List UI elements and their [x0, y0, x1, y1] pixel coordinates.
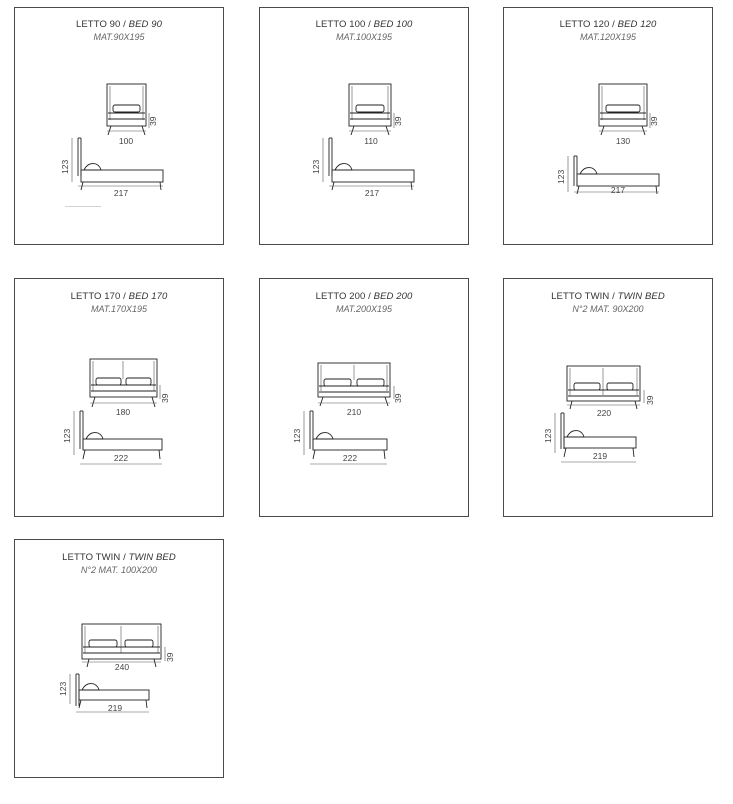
- bed-drawing: 100 39 123 217 ——————: [60, 83, 164, 210]
- side-height-label: 123: [62, 429, 72, 443]
- title-en: TWIN BED: [128, 552, 176, 563]
- height-label: 39: [160, 393, 170, 403]
- front-width-label: 130: [616, 136, 630, 146]
- side-height-label: 123: [543, 429, 553, 443]
- bed-card-twin-100: LETTO TWIN / TWIN BED N°2 MAT. 100X200 2…: [14, 539, 224, 778]
- title-en: BED 120: [617, 19, 657, 30]
- front-width-label: 180: [116, 407, 130, 417]
- side-view: [71, 137, 164, 191]
- card-title: LETTO 90 / BED 90: [75, 19, 162, 30]
- bed-card-90: LETTO 90 / BED 90 MAT.90X195 100 39: [14, 7, 224, 245]
- bed-card-170: LETTO 170 / BED 170 MAT.170X195 180 39: [14, 278, 224, 517]
- front-view: [598, 83, 651, 136]
- title-en: BED 170: [128, 291, 168, 302]
- card-title: LETTO TWIN / TWIN BED: [551, 291, 665, 302]
- length-label: 222: [343, 453, 357, 463]
- side-view: [567, 155, 660, 195]
- bed-card-100: LETTO 100 / BED 100 MAT.100X195 110 39: [259, 7, 469, 245]
- side-height-label: 123: [556, 170, 566, 184]
- card-title: LETTO TWIN / TWIN BED: [62, 552, 176, 563]
- bed-card-200: LETTO 200 / BED 200 MAT.200X195 210 39: [259, 278, 469, 517]
- height-label: 39: [148, 116, 158, 126]
- card-title: LETTO 200 / BED 200: [315, 291, 413, 302]
- front-view: [89, 358, 161, 408]
- side-view: [303, 410, 388, 465]
- bed-drawing: 240 39 123 219: [58, 623, 175, 713]
- length-label: 217: [365, 188, 379, 198]
- bed-drawing: 220 39 123 219: [543, 365, 655, 463]
- bed-drawing: 180 39 123 222: [62, 358, 170, 465]
- title-en: TWIN BED: [617, 291, 665, 302]
- title-it: LETTO TWIN: [62, 552, 121, 563]
- front-width-label: 210: [347, 407, 361, 417]
- front-view: [317, 362, 395, 407]
- bed-card-twin-90: LETTO TWIN / TWIN BED N°2 MAT. 90X200 22…: [503, 278, 713, 517]
- side-view: [73, 410, 163, 465]
- mattress-size: MAT.120X195: [579, 32, 637, 42]
- mattress-size: N°2 MAT. 90X200: [572, 304, 644, 314]
- side-height-label: 123: [292, 429, 302, 443]
- title-it: LETTO 120: [559, 19, 610, 30]
- title-it: LETTO TWIN: [551, 291, 610, 302]
- bed-drawing: 130 39 123 217: [556, 83, 660, 195]
- title-en: BED 100: [373, 19, 413, 30]
- height-label: 39: [645, 395, 655, 405]
- mattress-size: MAT.90X195: [93, 32, 145, 42]
- cropped-text: ——————: [65, 204, 101, 210]
- mattress-size: MAT.100X195: [335, 32, 393, 42]
- length-label: 219: [593, 451, 607, 461]
- title-it: LETTO 90: [75, 19, 121, 30]
- title-en: BED 90: [128, 19, 162, 30]
- bed-drawing: 110 39 123 217: [311, 83, 415, 198]
- side-height-label: 123: [58, 682, 68, 696]
- front-view: [106, 83, 150, 136]
- height-label: 39: [393, 393, 403, 403]
- front-view: [348, 83, 395, 136]
- card-title: LETTO 120 / BED 120: [559, 19, 657, 30]
- front-view: [81, 623, 166, 668]
- front-width-label: 110: [364, 136, 378, 146]
- length-label: 217: [114, 188, 128, 198]
- card-title: LETTO 170 / BED 170: [70, 291, 168, 302]
- mattress-size: N°2 MAT. 100X200: [80, 565, 158, 575]
- length-label: 219: [108, 703, 122, 713]
- card-title: LETTO 100 / BED 100: [315, 19, 413, 30]
- mattress-size: MAT.170X195: [90, 304, 148, 314]
- height-label: 39: [649, 116, 659, 126]
- title-en: BED 200: [373, 291, 413, 302]
- bed-drawing: 210 39 123 222: [292, 362, 403, 465]
- title-it: LETTO 100: [315, 19, 366, 30]
- height-label: 39: [165, 652, 175, 662]
- side-view: [322, 137, 415, 191]
- front-view: [566, 365, 645, 410]
- side-height-label: 123: [311, 160, 321, 174]
- height-label: 39: [393, 116, 403, 126]
- title-it: LETTO 170: [70, 291, 121, 302]
- length-label: 217: [611, 185, 625, 195]
- mattress-size: MAT.200X195: [335, 304, 393, 314]
- front-width-label: 240: [115, 662, 129, 672]
- length-label: 222: [114, 453, 128, 463]
- side-view: [554, 412, 637, 463]
- front-width-label: 220: [597, 408, 611, 418]
- title-it: LETTO 200: [315, 291, 366, 302]
- side-height-label: 123: [60, 160, 70, 174]
- side-view: [69, 673, 150, 713]
- front-width-label: 100: [119, 136, 133, 146]
- bed-card-120: LETTO 120 / BED 120 MAT.120X195 130 39: [503, 7, 713, 245]
